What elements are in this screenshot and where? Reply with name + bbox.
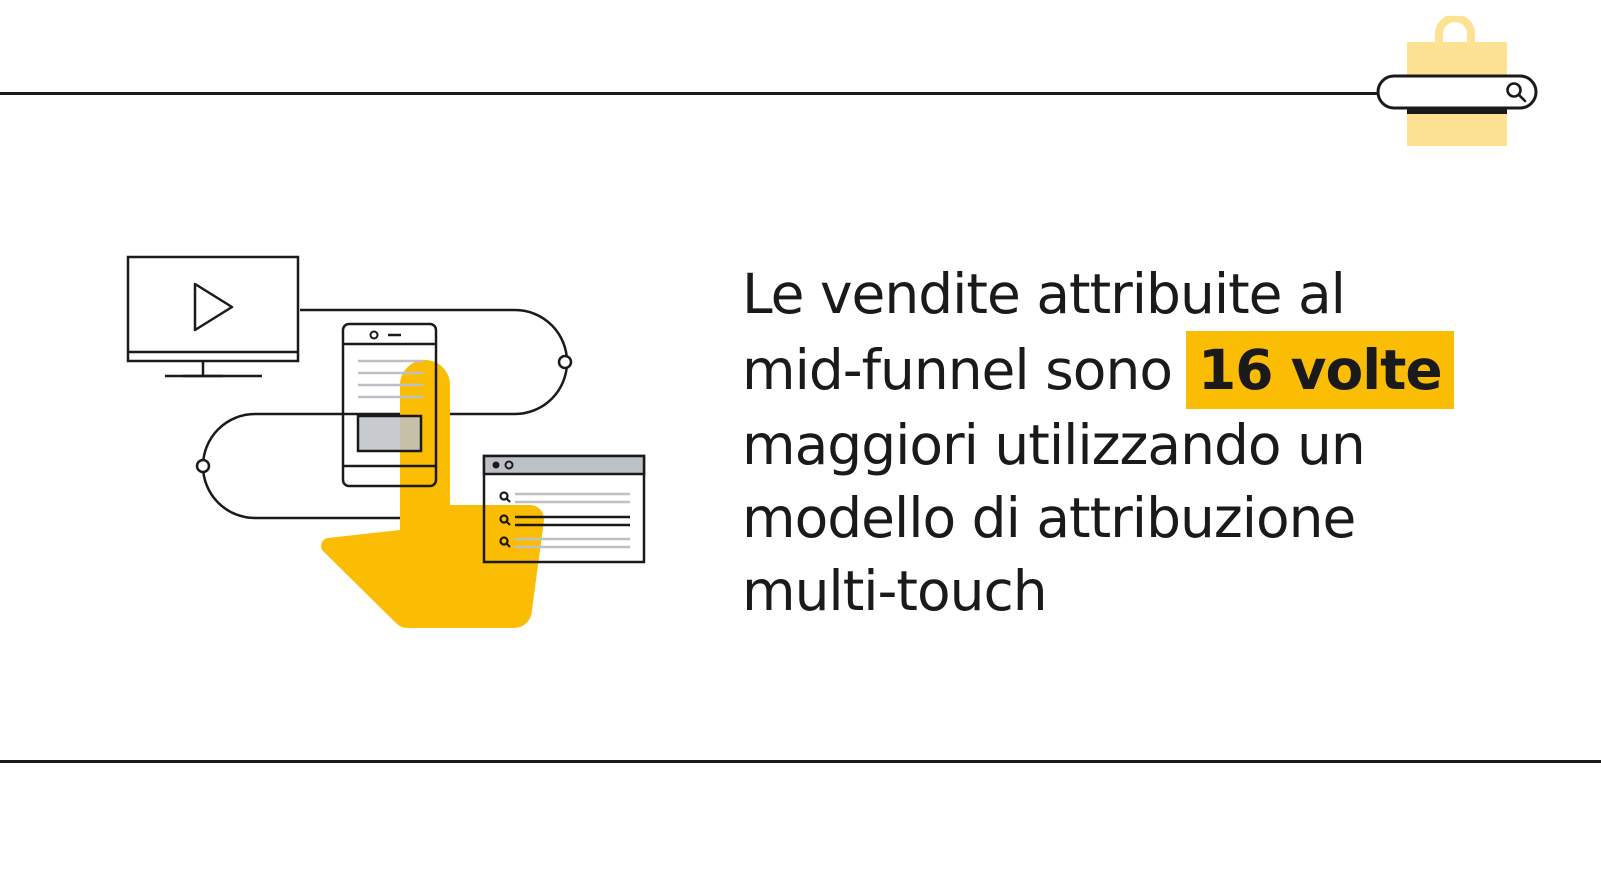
headline-line-1: Le vendite attribuite al xyxy=(742,262,1346,326)
headline-line-4: modello di attribuzione xyxy=(742,486,1356,550)
path-node xyxy=(557,354,573,370)
path-node xyxy=(195,458,211,474)
headline-line-5: multi-touch xyxy=(742,559,1048,623)
shopping-bag-search-icon xyxy=(1376,16,1538,146)
headline: Le vendite attribuite al mid-funnel sono… xyxy=(742,258,1542,628)
bottom-divider xyxy=(0,760,1601,763)
headline-line-3: maggiori utilizzando un xyxy=(742,413,1366,477)
journey-path xyxy=(201,308,569,520)
search-results-window-icon xyxy=(482,454,646,564)
tv-play-icon xyxy=(126,255,300,378)
multi-touch-illustration xyxy=(126,255,646,629)
headline-line-2-text: mid-funnel sono xyxy=(742,338,1173,402)
highlight-stat: 16 volte xyxy=(1185,331,1454,409)
smartphone-icon xyxy=(341,322,438,488)
top-divider xyxy=(0,92,1390,95)
